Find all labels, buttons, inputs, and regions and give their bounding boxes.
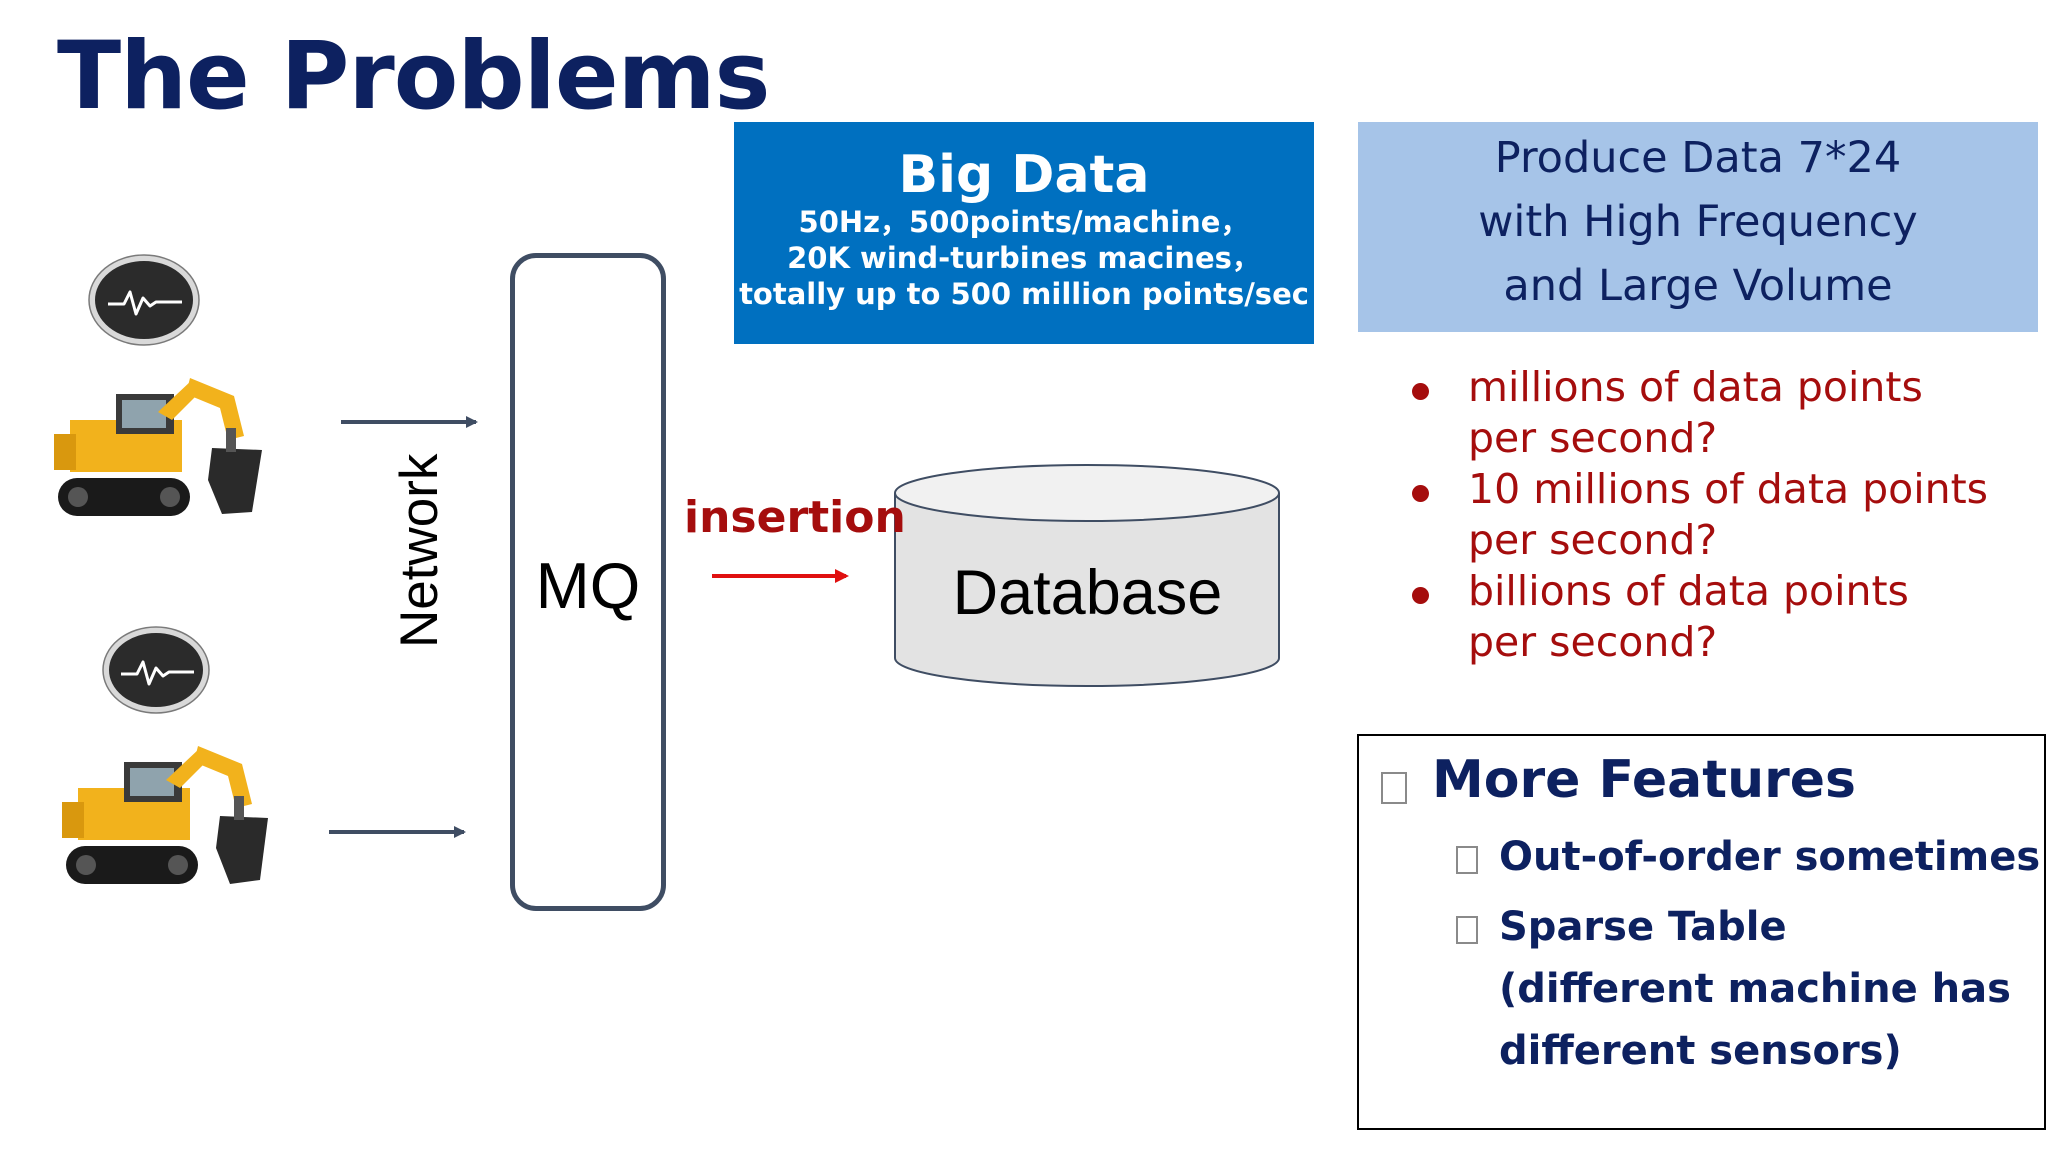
message-queue-label: MQ: [535, 549, 641, 622]
produce-data-line: with High Frequency: [1478, 197, 1918, 247]
insertion-label: insertion: [684, 492, 906, 543]
excavator-icon: [62, 746, 268, 884]
heartbeat-gauge-icon: [102, 626, 210, 714]
feature-item: Out-of-order sometimes: [1499, 834, 2041, 880]
database-label: Database: [952, 558, 1223, 628]
big-data-line: 50Hz，500points/machine，: [798, 205, 1250, 239]
bullet-dot-icon: [1412, 383, 1429, 400]
empty-checkbox-icon: [1381, 772, 1407, 804]
empty-checkbox-icon: [1456, 846, 1478, 874]
big-data-line: totally up to 500 million points/sec: [739, 277, 1309, 311]
question-list: millions of data points per second? 10 m…: [1400, 362, 2040, 668]
big-data-title: Big Data: [898, 145, 1150, 205]
question-item: 10 millions of data points per second?: [1400, 464, 2040, 566]
more-features-box: More Features Out-of-order sometimes Spa…: [1357, 734, 2046, 1130]
question-item: billions of data points per second?: [1400, 566, 2040, 668]
network-label: Network: [390, 453, 449, 648]
bullet-dot-icon: [1412, 587, 1429, 604]
question-item: millions of data points per second?: [1400, 362, 2040, 464]
feature-item-detail: (different machine has: [1499, 966, 2011, 1012]
excavator-icon: [54, 378, 262, 516]
feature-item-detail: different sensors): [1499, 1028, 1902, 1074]
database-cylinder: [894, 464, 1280, 687]
question-line: per second?: [1468, 516, 1718, 564]
page-title: The Problems: [57, 22, 771, 131]
question-line: 10 millions of data points: [1468, 465, 1989, 513]
big-data-line: 20K wind-turbines macines，: [787, 241, 1261, 275]
big-data-box: Big Data 50Hz，500points/machine， 20K win…: [734, 122, 1314, 344]
question-line: billions of data points: [1468, 567, 1909, 615]
empty-checkbox-icon: [1456, 916, 1478, 944]
question-line: per second?: [1468, 618, 1718, 666]
question-line: per second?: [1468, 414, 1718, 462]
produce-data-box: Produce Data 7*24 with High Frequency an…: [1358, 122, 2038, 332]
heartbeat-gauge-icon: [88, 254, 200, 346]
produce-data-line: and Large Volume: [1503, 261, 1893, 311]
features-title: More Features: [1432, 750, 1856, 810]
feature-item: Sparse Table: [1499, 904, 1787, 950]
produce-data-line: Produce Data 7*24: [1494, 133, 1902, 183]
bullet-dot-icon: [1412, 485, 1429, 502]
question-line: millions of data points: [1468, 363, 1923, 411]
message-queue-box: [510, 253, 666, 911]
